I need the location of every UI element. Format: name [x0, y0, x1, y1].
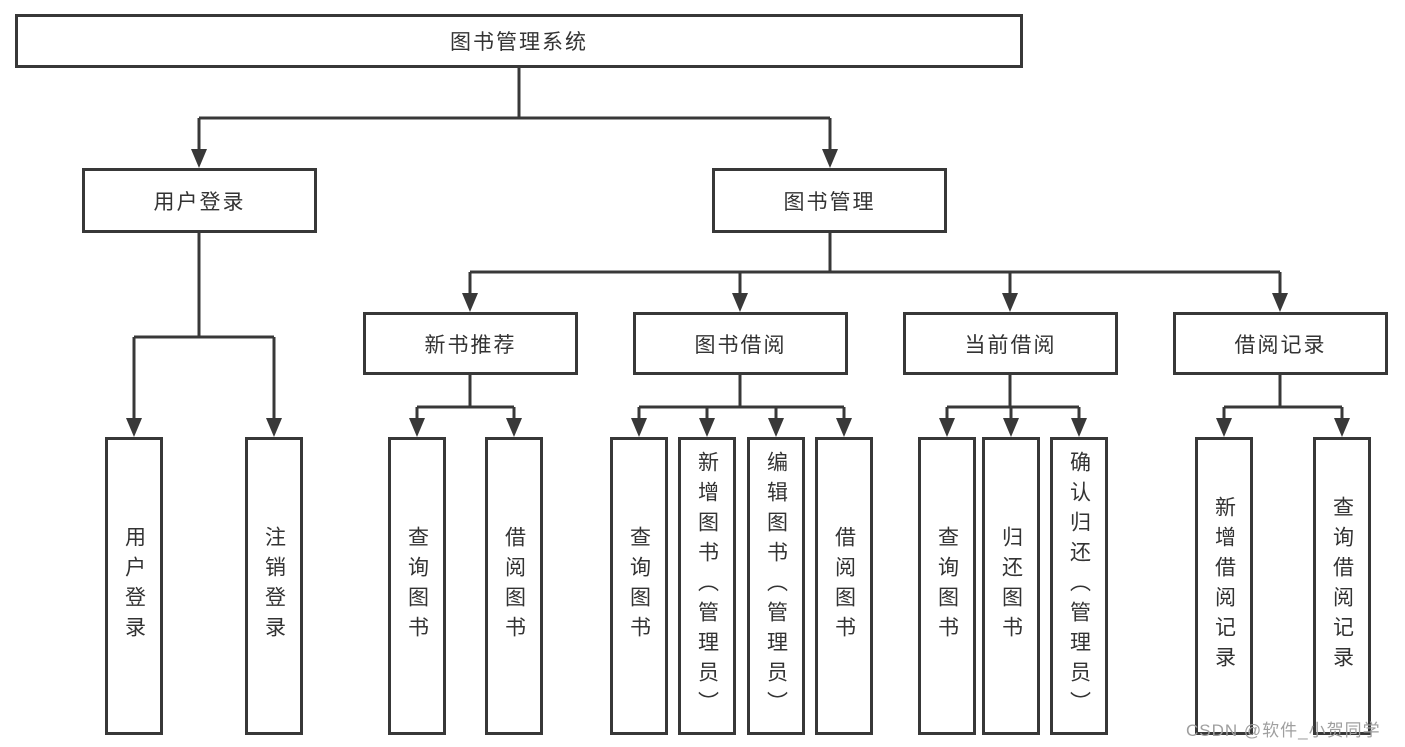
leaf-records-add-record: 新增借阅记录	[1195, 437, 1253, 735]
leaf-logout: 注销登录	[245, 437, 303, 735]
leaf-newbook-query-books: 查询图书	[388, 437, 446, 735]
leaf-records-query-record: 查询借阅记录	[1313, 437, 1371, 735]
arrowhead	[732, 293, 748, 312]
arrowhead	[1334, 418, 1350, 437]
connector-borrow-records-children	[1216, 375, 1350, 437]
leaf-borrow-borrow-books: 借阅图书	[815, 437, 873, 735]
leaf-current-return-books: 归还图书	[982, 437, 1040, 735]
node-borrow-records: 借阅记录	[1173, 312, 1388, 375]
leaf-newbook-borrow-books: 借阅图书	[485, 437, 543, 735]
leaf-current-confirm-return-admin: 确认归还（管理员）	[1050, 437, 1108, 735]
node-book-borrow: 图书借阅	[633, 312, 848, 375]
node-current-borrow: 当前借阅	[903, 312, 1118, 375]
arrowhead	[768, 418, 784, 437]
leaf-current-query-books: 查询图书	[918, 437, 976, 735]
arrowhead	[939, 418, 955, 437]
arrowhead	[506, 418, 522, 437]
arrowhead	[266, 418, 282, 437]
arrowhead	[191, 149, 207, 168]
node-new-book-recommend: 新书推荐	[363, 312, 578, 375]
connector-root-to-level2	[191, 68, 838, 168]
node-library-system: 图书管理系统	[15, 14, 1023, 68]
arrowhead	[699, 418, 715, 437]
leaf-borrow-query-books: 查询图书	[610, 437, 668, 735]
node-book-management: 图书管理	[712, 168, 947, 233]
connector-book-borrow-children	[631, 375, 852, 437]
connector-current-borrow-children	[939, 375, 1087, 437]
connector-book-mgmt-sections	[462, 233, 1288, 312]
connector-new-book-children	[409, 375, 522, 437]
arrowhead	[836, 418, 852, 437]
leaf-borrow-add-books-admin: 新增图书（管理员）	[678, 437, 736, 735]
arrowhead	[1002, 293, 1018, 312]
arrowhead	[1272, 293, 1288, 312]
arrowhead	[409, 418, 425, 437]
arrowhead	[631, 418, 647, 437]
leaf-borrow-edit-books-admin: 编辑图书（管理员）	[747, 437, 805, 735]
csdn-watermark: CSDN @软件_小贺同学	[1186, 721, 1381, 740]
arrowhead	[126, 418, 142, 437]
leaf-user-login: 用户登录	[105, 437, 163, 735]
arrowhead	[1003, 418, 1019, 437]
arrowhead	[1071, 418, 1087, 437]
connector-user-login-children	[126, 233, 282, 437]
arrowhead	[1216, 418, 1232, 437]
node-user-login: 用户登录	[82, 168, 317, 233]
arrowhead	[822, 149, 838, 168]
arrowhead	[462, 293, 478, 312]
